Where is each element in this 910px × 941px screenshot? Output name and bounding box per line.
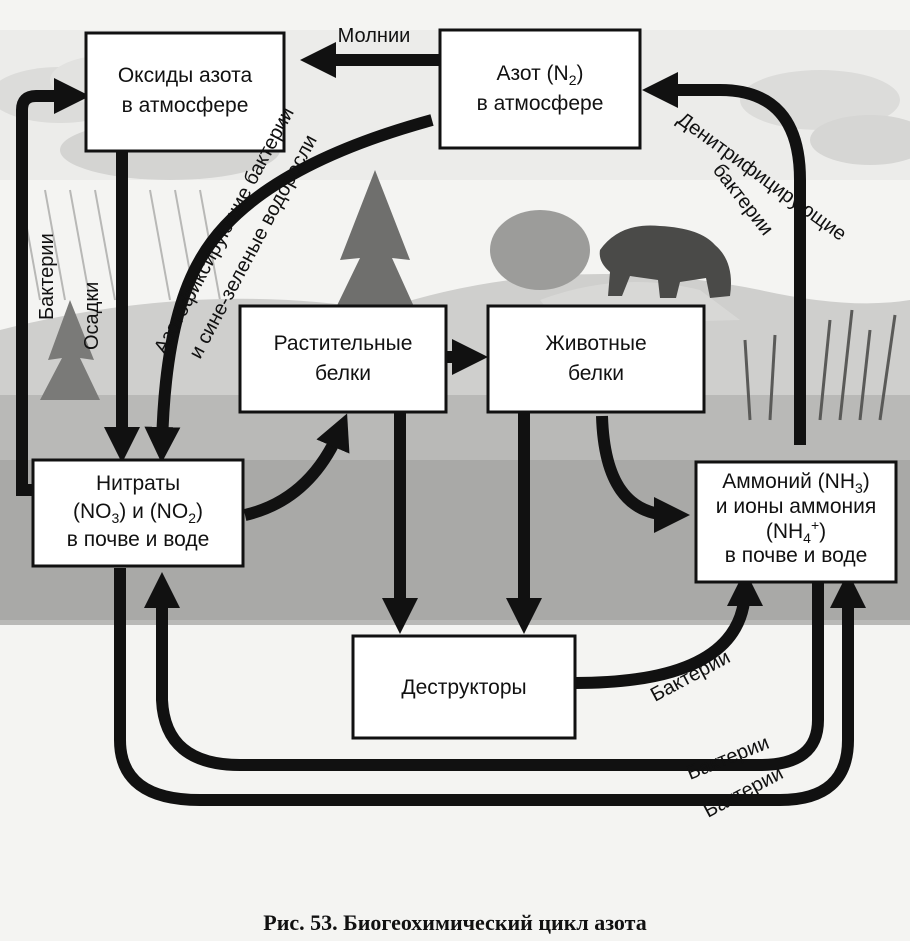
cycle-arrows [16, 42, 866, 806]
svg-text:Азот (N2): Азот (N2) [496, 62, 583, 88]
svg-text:Животные: Животные [545, 332, 646, 355]
svg-text:и ионы аммония: и ионы аммония [716, 495, 876, 518]
box-decomposers: Деструкторы [351, 634, 577, 740]
arrow-denitrifying [642, 72, 806, 445]
svg-text:Оксиды азота: Оксиды азота [118, 64, 253, 87]
svg-text:Растительные: Растительные [274, 332, 413, 355]
svg-text:белки: белки [568, 362, 624, 385]
svg-text:в почве и воде: в почве и воде [67, 528, 210, 551]
arrow-decomposers-to-ammonium [574, 570, 763, 689]
svg-text:Нитраты: Нитраты [96, 472, 180, 495]
label-precipitation: Осадки [81, 282, 103, 350]
arrow-nitrogen-fixing [144, 114, 434, 463]
label-lightning: Молнии [338, 25, 411, 47]
box-nitrogen-oxides: Оксиды азота в атмосфере [84, 31, 286, 153]
svg-text:Аммоний (NH3): Аммоний (NH3) [722, 470, 870, 496]
svg-text:Деструкторы: Деструкторы [401, 676, 526, 699]
svg-text:(NH4+): (NH4+) [766, 517, 826, 546]
svg-text:(NO3) и (NO2): (NO3) и (NO2) [73, 500, 203, 526]
svg-text:белки: белки [315, 362, 371, 385]
label-bacteria-left: Бактерии [36, 233, 58, 320]
box-plant-proteins: Растительные белки [238, 304, 448, 414]
figure-caption: Рис. 53. Биогеохимический цикл азота [263, 910, 646, 935]
svg-text:в почве и воде: в почве и воде [725, 544, 868, 567]
arrow-outer-loop [114, 568, 866, 806]
svg-text:в атмосфере: в атмосфере [122, 94, 249, 117]
arrow-to-plant-proteins [243, 413, 350, 521]
box-nitrogen-atmosphere: Азот (N2) в атмосфере [438, 28, 642, 150]
arrow-bacteria-left [16, 78, 90, 496]
svg-text:в атмосфере: в атмосфере [477, 92, 604, 115]
box-animal-proteins: Животные белки [486, 304, 706, 414]
arrow-animal-to-ammonium [596, 415, 690, 533]
box-ammonium: Аммоний (NH3) и ионы аммония (NH4+) в по… [694, 460, 898, 584]
arrow-ammonium-to-nitrates-1 [144, 572, 824, 771]
box-nitrates: Нитраты (NO3) и (NO2) в почве и воде [31, 458, 245, 568]
